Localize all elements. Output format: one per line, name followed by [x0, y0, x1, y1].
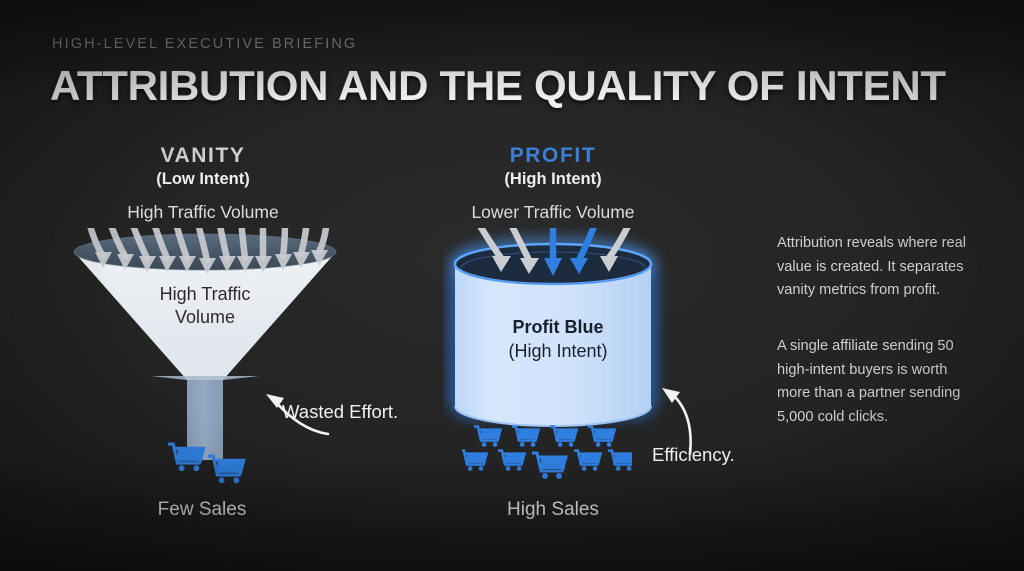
profit-kicker: PROFIT: [509, 144, 597, 167]
page-title: ATTRIBUTION AND THE QUALITY OF INTENT: [50, 62, 946, 109]
annotation-wasted-effort: Wasted Effort.: [282, 400, 398, 424]
cylinder-arrow-heads: [492, 256, 618, 276]
funnel-arrow-heads: [95, 250, 328, 274]
profit-cylinder-graphic: Profit Blue (High Intent): [443, 228, 673, 448]
shopping-cart-icon: [168, 442, 246, 484]
shopping-cart-icon: [462, 425, 632, 479]
column-heading-profit: PROFIT (High Intent) Lower Traffic Volum…: [393, 144, 713, 223]
funnel-inflow-arrows: [87, 228, 330, 264]
annotation-wasted-effort-text: Wasted Effort.: [282, 401, 399, 422]
vanity-subtitle: (Low Intent): [156, 169, 250, 188]
annotation-efficiency-text: Efficiency.: [652, 444, 735, 465]
cylinder-inflow-arrows: [477, 228, 631, 264]
profit-subtitle: (High Intent): [504, 169, 602, 188]
cart-cluster-profit: [462, 425, 632, 479]
bottom-label-high-sales: High Sales: [507, 499, 599, 520]
body-paragraph-1: Attribution reveals where real value is …: [777, 235, 966, 299]
bottom-label-few-sales: Few Sales: [157, 499, 247, 520]
funnel-svg: [73, 228, 337, 460]
body-paragraph-2: A single affiliate sending 50 high-inten…: [777, 338, 961, 425]
profit-volume-label: Lower Traffic Volume: [471, 201, 635, 222]
column-heading-vanity: VANITY (Low Intent) High Traffic Volume: [43, 144, 363, 223]
annotation-efficiency: Efficiency.: [652, 443, 735, 467]
vanity-volume-label: High Traffic Volume: [127, 201, 279, 222]
vanity-kicker: VANITY: [160, 144, 246, 167]
cart-cluster-vanity: [168, 442, 246, 484]
cylinder-svg: [450, 228, 656, 427]
eyebrow-text: HIGH-LEVEL EXECUTIVE BRIEFING: [52, 36, 358, 52]
